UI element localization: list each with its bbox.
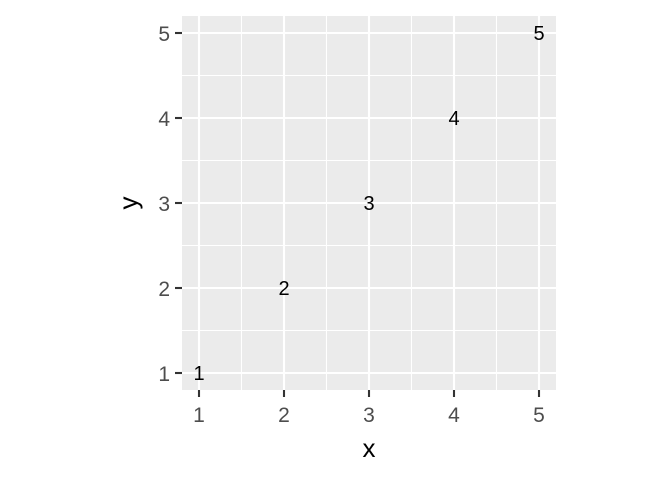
y-tick-label: 1 bbox=[158, 363, 170, 386]
x-axis-title: x bbox=[363, 433, 376, 463]
x-tick-label: 2 bbox=[278, 404, 290, 427]
y-axis-title: y bbox=[113, 197, 143, 210]
data-point-label: 3 bbox=[363, 193, 374, 215]
grid-major-lines bbox=[182, 16, 556, 390]
y-tick-label: 3 bbox=[158, 193, 170, 216]
x-tick-label: 1 bbox=[193, 404, 205, 427]
y-tick-label: 2 bbox=[158, 278, 170, 301]
data-point-label: 1 bbox=[193, 363, 204, 385]
data-point-label: 4 bbox=[448, 108, 459, 130]
x-tick-label: 3 bbox=[363, 404, 375, 427]
data-point-label: 5 bbox=[533, 23, 544, 45]
y-axis: 1 2 3 4 5 bbox=[158, 23, 182, 386]
y-tick-label: 4 bbox=[158, 108, 170, 131]
data-point-label: 2 bbox=[278, 278, 289, 300]
x-tick-label: 5 bbox=[533, 404, 545, 427]
x-tick-label: 4 bbox=[448, 404, 460, 427]
y-tick-label: 5 bbox=[158, 23, 170, 46]
x-axis: 1 2 3 4 5 bbox=[193, 390, 545, 427]
data-labels: 1 2 3 4 5 bbox=[193, 23, 544, 385]
